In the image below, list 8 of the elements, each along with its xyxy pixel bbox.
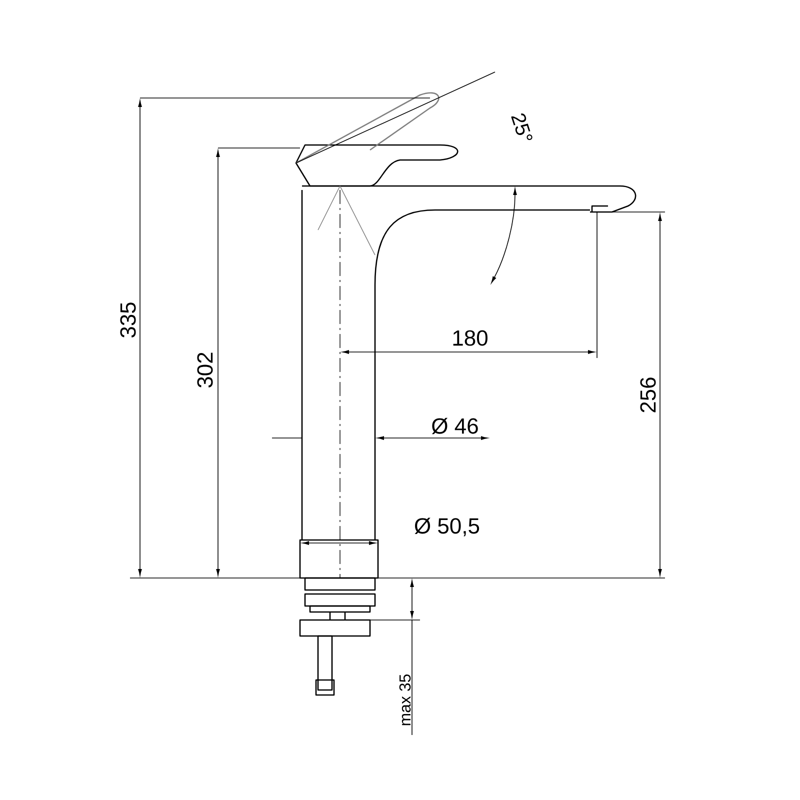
dimension-label: 256 [640,378,656,412]
dimension-label: Ø 50,5 [414,518,480,536]
dimension-label: 180 [453,330,488,346]
dimension-label: 302 [197,352,213,388]
dimension-label: 335 [120,302,136,338]
dimension-label: 25° [511,114,532,140]
dimension-label: Ø 46 [432,418,478,434]
dimension-label: max 35 [399,674,411,726]
